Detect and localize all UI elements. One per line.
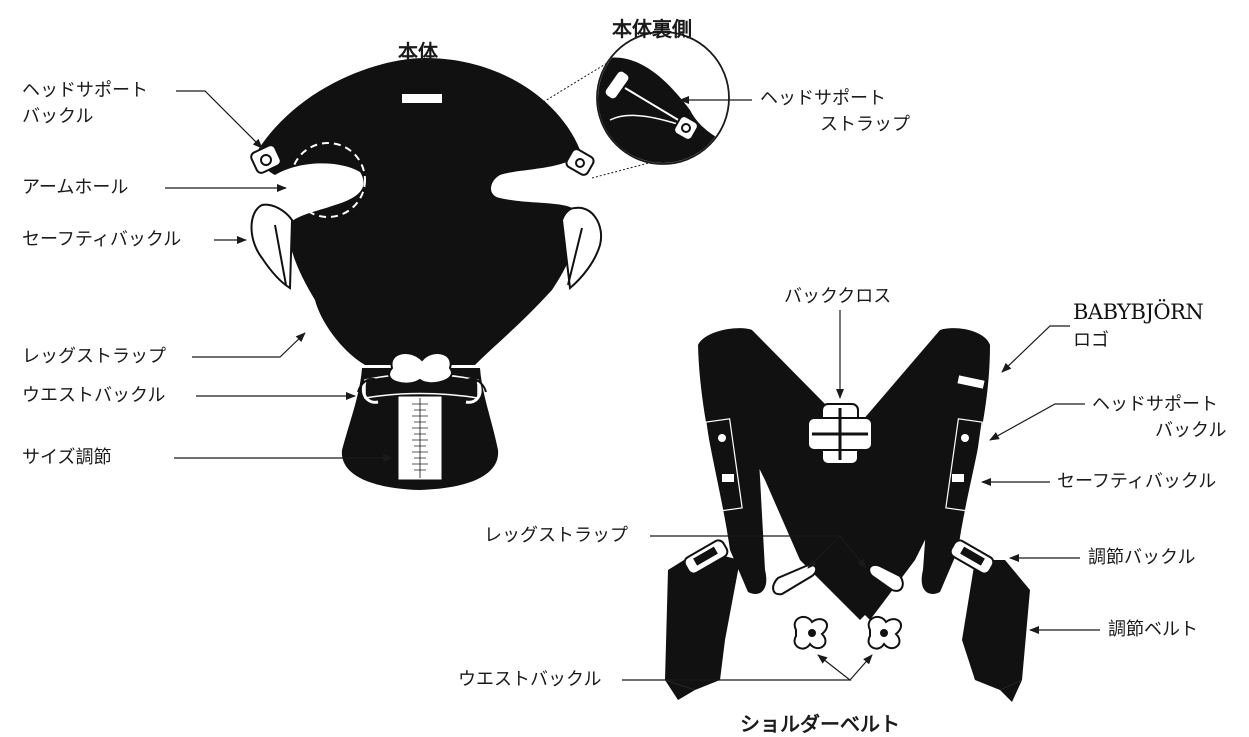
label-belt-head-support-buckle-line2: バックル [1155, 420, 1227, 441]
label-adjust-buckle: 調節バックル [1088, 547, 1196, 568]
body-leg-strap [388, 352, 453, 385]
title-shoulder-belt: ショルダーベルト [740, 712, 900, 736]
label-head-support-strap-line2: ストラップ [820, 114, 910, 135]
adjust-buckle-left [683, 539, 729, 575]
body-top-label-patch [402, 94, 442, 103]
label-head-support-buckle-line1: ヘッドサポート [22, 80, 148, 101]
carrier-body-panel [250, 58, 603, 490]
waist-buckle-right [867, 615, 902, 650]
label-arm-hole: アームホール [22, 177, 129, 198]
label-head-support-buckle-line2: バックル [22, 106, 94, 127]
adjust-belt-left [665, 550, 740, 690]
adjust-belt-right [962, 560, 1030, 690]
head-support-buckle-left [250, 144, 282, 174]
arm-hole-circle [290, 142, 366, 218]
adjust-buckle-right [949, 539, 995, 575]
label-belt-leg-strap: レッグストラップ [484, 525, 628, 546]
label-adjust-belt: 調節ベルト [1108, 619, 1198, 640]
label-waist-buckle: ウエストバックル [22, 385, 166, 406]
safety-buckle-right [560, 206, 603, 290]
label-leg-strap: レッグストラップ [22, 346, 166, 367]
label-back-cross: バッククロス [784, 286, 892, 307]
logo-patch [957, 375, 985, 389]
leader-lines [165, 90, 1100, 681]
label-belt-safety-buckle: セーフティバックル [1057, 471, 1217, 492]
safety-buckle-left [250, 203, 294, 290]
head-support-buckle-right [565, 148, 595, 176]
label-belt-waist-buckle: ウエストバックル [458, 669, 602, 690]
label-belt-head-support-buckle-line1: ヘッドサポート [1092, 394, 1218, 415]
body-back-magnifier [539, 31, 730, 179]
shoulder-belt [665, 328, 1030, 702]
babybjorn-logo: BABYBJÖRN [1073, 300, 1204, 324]
label-head-support-strap-line1: ヘッドサポート [760, 88, 886, 109]
title-body-back: 本体裏側 [612, 17, 692, 41]
title-body: 本体 [398, 40, 438, 64]
label-safety-buckle: セーフティバックル [22, 229, 182, 250]
label-logo: ロゴ [1073, 330, 1109, 351]
back-cross [807, 403, 873, 465]
waist-buckle-left [793, 615, 828, 650]
label-size-adjust: サイズ調節 [22, 447, 112, 468]
